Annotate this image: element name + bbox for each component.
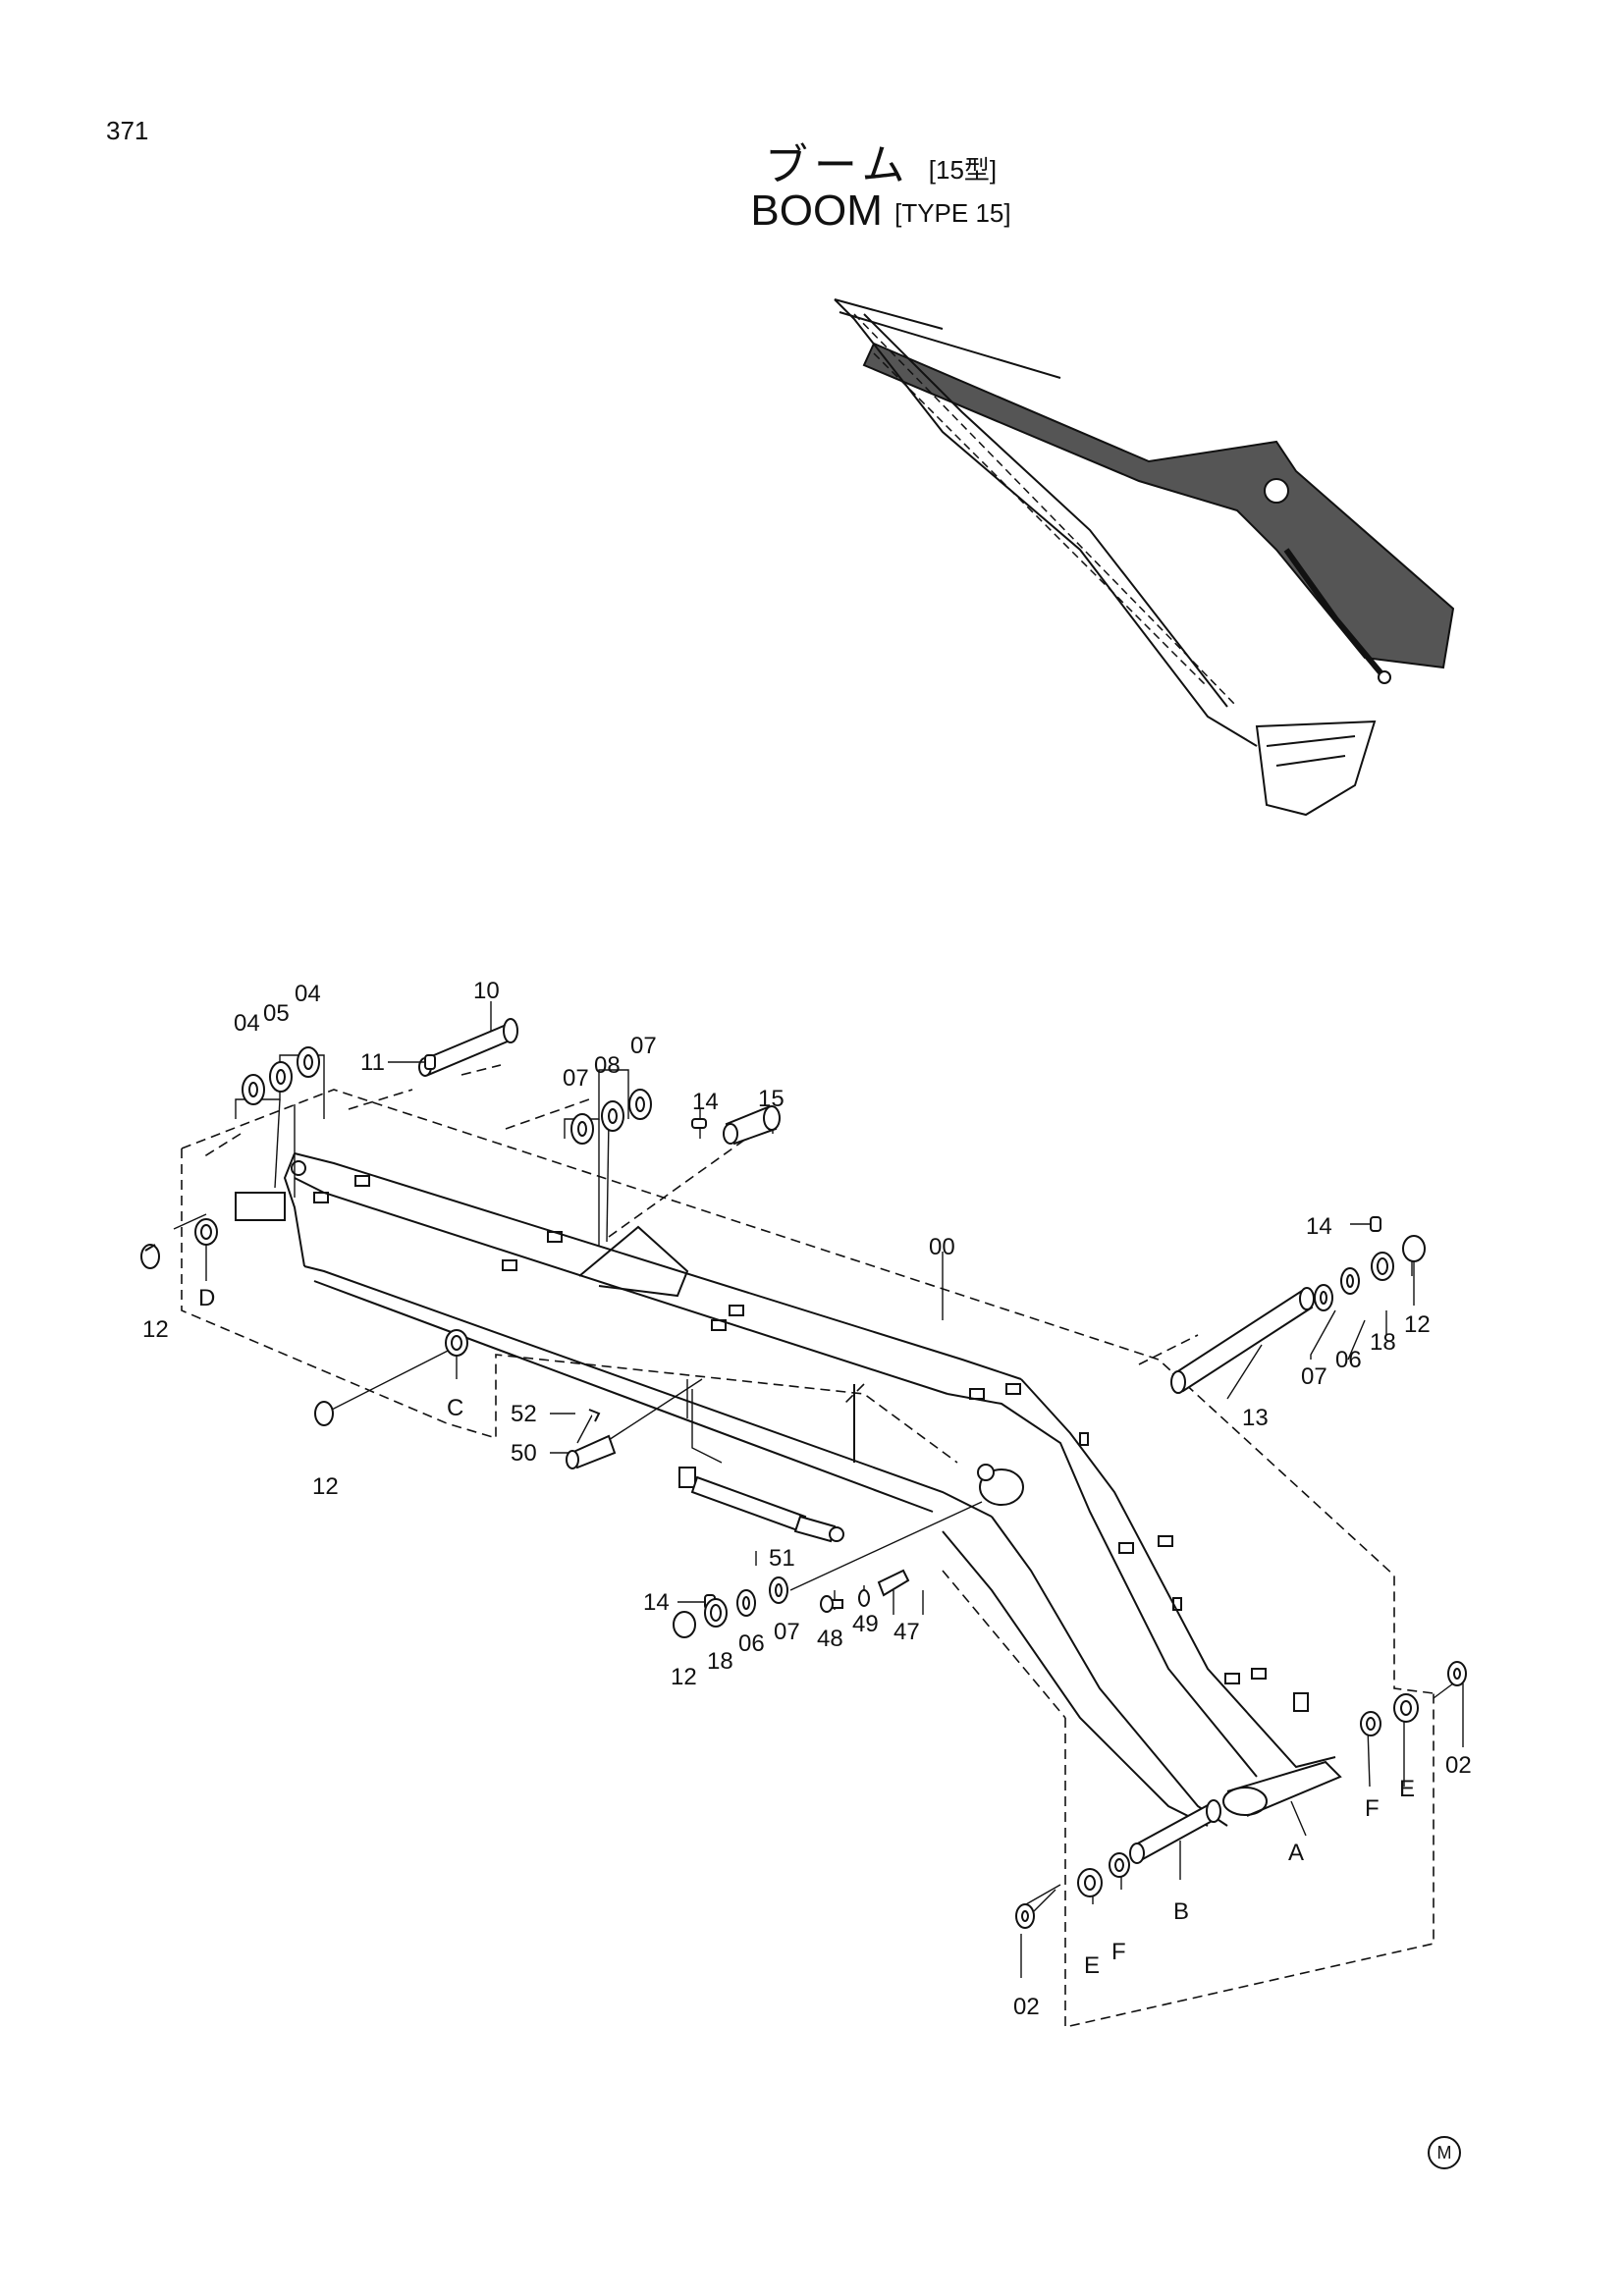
title-en-text: BOOM <box>750 187 883 235</box>
callout-02: 02 <box>1013 1994 1040 2020</box>
callout-06: 06 <box>1335 1347 1362 1373</box>
callout-A: A <box>1288 1840 1304 1866</box>
title-jp-text: ブーム <box>764 141 911 189</box>
callout-08: 08 <box>594 1052 621 1079</box>
callout-49: 49 <box>852 1611 879 1637</box>
callout-07: 07 <box>630 1033 657 1059</box>
callout-B: B <box>1173 1898 1189 1925</box>
callout-F: F <box>1365 1795 1380 1822</box>
callout-04: 04 <box>234 1010 260 1037</box>
callout-14: 14 <box>692 1089 719 1115</box>
callout-48: 48 <box>817 1626 843 1652</box>
callout-05: 05 <box>263 1000 290 1027</box>
callout-51: 51 <box>769 1545 795 1572</box>
callout-12: 12 <box>312 1473 339 1500</box>
callout-D: D <box>198 1285 215 1311</box>
callout-11: 11 <box>360 1049 385 1076</box>
group-boundary <box>181 1064 1435 2029</box>
page-number: 371 <box>106 116 149 145</box>
callout-07: 07 <box>563 1065 589 1092</box>
leader-lines <box>173 1001 1464 1978</box>
callout-06: 06 <box>738 1630 765 1657</box>
callout-13: 13 <box>1242 1405 1269 1431</box>
boom-structure <box>235 1152 1342 1827</box>
callout-10: 10 <box>473 978 500 1004</box>
callout-labels: 04 05 04 10 11 07 08 07 14 15 12 D 00 14… <box>142 978 1472 2020</box>
callout-C: C <box>447 1395 463 1421</box>
callout-18: 18 <box>1370 1329 1396 1356</box>
publisher-mark: M <box>1428 2136 1461 2169</box>
callout-07: 07 <box>1301 1363 1327 1390</box>
overview-illustration <box>834 298 1455 817</box>
callout-52: 52 <box>511 1401 537 1427</box>
callout-14: 14 <box>1306 1213 1332 1240</box>
callout-12: 12 <box>142 1316 169 1343</box>
callout-14: 14 <box>643 1589 670 1616</box>
title-japanese: ブーム [15型] <box>0 130 1624 192</box>
callout-E: E <box>1399 1776 1415 1802</box>
callout-04: 04 <box>295 981 321 1007</box>
callout-12: 12 <box>671 1664 697 1690</box>
callout-F: F <box>1111 1939 1126 1965</box>
parts <box>140 1018 1467 1929</box>
callout-07: 07 <box>774 1619 800 1645</box>
callout-50: 50 <box>511 1440 537 1467</box>
title-jp-type: [15型] <box>928 154 998 185</box>
callout-E: E <box>1084 1952 1100 1979</box>
callout-15: 15 <box>758 1086 785 1112</box>
callout-12: 12 <box>1404 1311 1431 1338</box>
callout-02: 02 <box>1445 1752 1472 1779</box>
callout-00: 00 <box>929 1234 955 1260</box>
callout-18: 18 <box>707 1648 733 1675</box>
callout-47: 47 <box>893 1619 920 1645</box>
title-en-type: [TYPE 15] <box>894 197 1011 228</box>
title-english: BOOM [TYPE 15] <box>0 187 1624 236</box>
